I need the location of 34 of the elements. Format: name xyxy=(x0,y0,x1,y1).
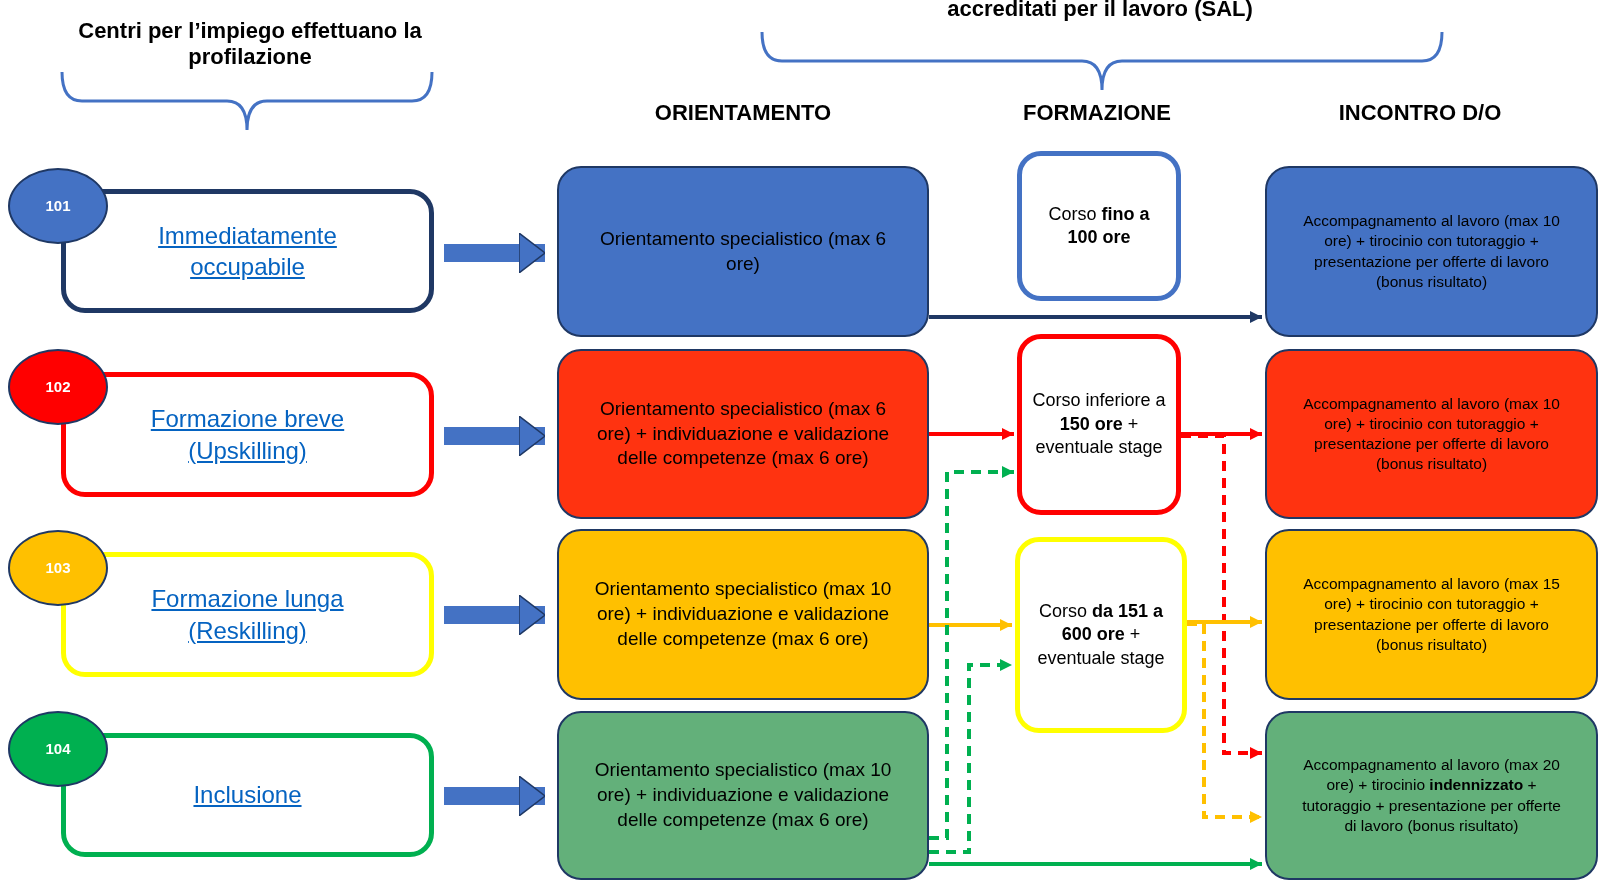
block-arrow xyxy=(444,415,546,457)
arrow xyxy=(1181,428,1262,440)
block-arrow xyxy=(444,594,546,636)
arrow xyxy=(929,858,1262,870)
column-heading: FORMAZIONE xyxy=(1022,100,1172,126)
number-ellipse: 103 xyxy=(8,530,108,606)
number-ellipse: 104 xyxy=(8,711,108,787)
job-match-box: Accompagnamento al lavoro (max 10 ore) + tirocinio con tutoraggio + presentazione per offerte di lavoro (bonus risultato) xyxy=(1265,166,1598,337)
arrow xyxy=(929,619,1012,631)
block-arrow xyxy=(444,775,546,817)
number-ellipse: 101 xyxy=(8,168,108,244)
orientation-box: Orientamento specialistico (max 10 ore) + individuazione e validazione delle competenze (max 6 ore) xyxy=(557,711,929,880)
course-box: Corso inferiore a 150 ore + eventuale stage xyxy=(1017,334,1181,515)
arrow xyxy=(1187,616,1262,628)
orientation-box: Orientamento specialistico (max 6 ore) + individuazione e validazione delle competenze (max 6 ore) xyxy=(557,349,929,519)
heading: accreditati per il lavoro (SAL) xyxy=(946,0,1254,22)
dashed-arrow xyxy=(929,659,1012,854)
dashed-arrow xyxy=(1181,434,1262,759)
job-match-box: Accompagnamento al lavoro (max 10 ore) + tirocinio con tutoraggio + presentazione per offerte di lavoro (bonus risultato) xyxy=(1265,349,1598,519)
job-match-box: Accompagnamento al lavoro (max 20 ore) + tirocinio indennizzato + tutoraggio + presentazione per offerte di lavoro (bonus risultato) xyxy=(1265,711,1598,880)
block-arrow xyxy=(444,232,546,274)
column-heading: ORIENTAMENTO xyxy=(653,100,833,126)
arrow xyxy=(929,428,1014,440)
dashed-arrow xyxy=(1187,622,1262,823)
job-match-box: Accompagnamento al lavoro (max 15 ore) + tirocinio con tutoraggio + presentazione per offerte di lavoro (bonus risultato) xyxy=(1265,529,1598,700)
number-ellipse: 102 xyxy=(8,349,108,425)
dashed-arrow xyxy=(929,466,1014,840)
column-heading: INCONTRO D/O xyxy=(1337,100,1503,126)
arrow xyxy=(929,311,1262,323)
heading: Centri per l’impiego effettuano la profilazione xyxy=(77,18,423,70)
orientation-box: Orientamento specialistico (max 6 ore) xyxy=(557,166,929,337)
course-box: Corso da 151 a 600 ore + eventuale stage xyxy=(1015,537,1187,733)
orientation-box: Orientamento specialistico (max 10 ore) + individuazione e validazione delle competenze (max 6 ore) xyxy=(557,529,929,700)
course-box: Corso fino a 100 ore xyxy=(1017,151,1181,301)
